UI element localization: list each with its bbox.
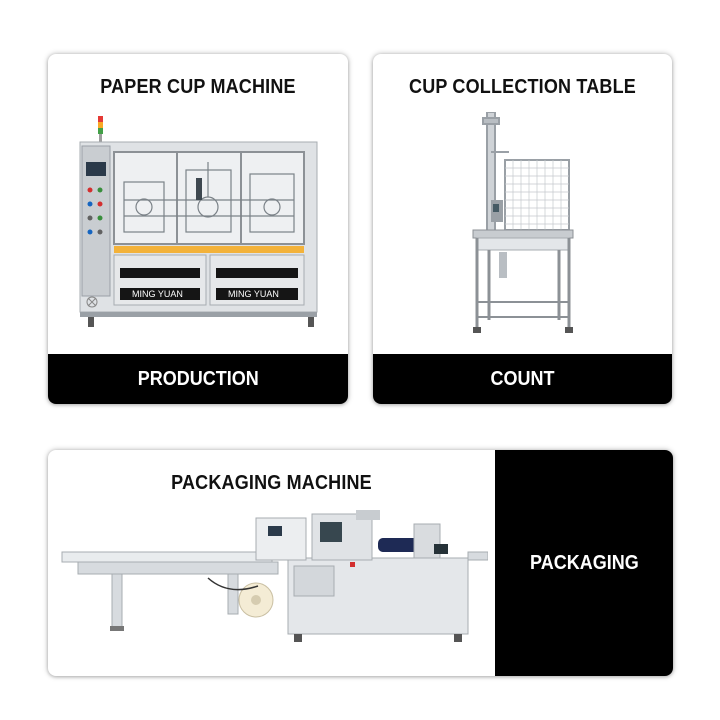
card-footer: COUNT [373, 354, 672, 404]
product-card-packaging-machine[interactable]: PACKAGING MACHINE PACKAGING [48, 450, 673, 676]
card-title: PACKAGING MACHINE [171, 472, 372, 494]
product-card-cup-collection-table[interactable]: CUP COLLECTION TABLE [373, 54, 672, 404]
brand-text-left: MING YUAN [132, 289, 183, 299]
card-label: PRODUCTION [137, 367, 259, 390]
packaging-label-panel: PACKAGING [495, 450, 673, 676]
card-label: COUNT [490, 367, 555, 390]
card-title: PAPER CUP MACHINE [100, 76, 296, 98]
paper-cup-machine-image: MING YUAN MING YUAN [79, 116, 318, 327]
brand-text-right: MING YUAN [228, 289, 279, 299]
card-footer: PRODUCTION [48, 354, 348, 404]
product-card-paper-cup-machine[interactable]: PAPER CUP MACHINE [48, 54, 348, 404]
packaging-machine-image [61, 510, 488, 642]
card-label: PACKAGING [529, 551, 639, 574]
cup-collection-table-image [472, 112, 574, 333]
card-title: CUP COLLECTION TABLE [409, 76, 636, 98]
